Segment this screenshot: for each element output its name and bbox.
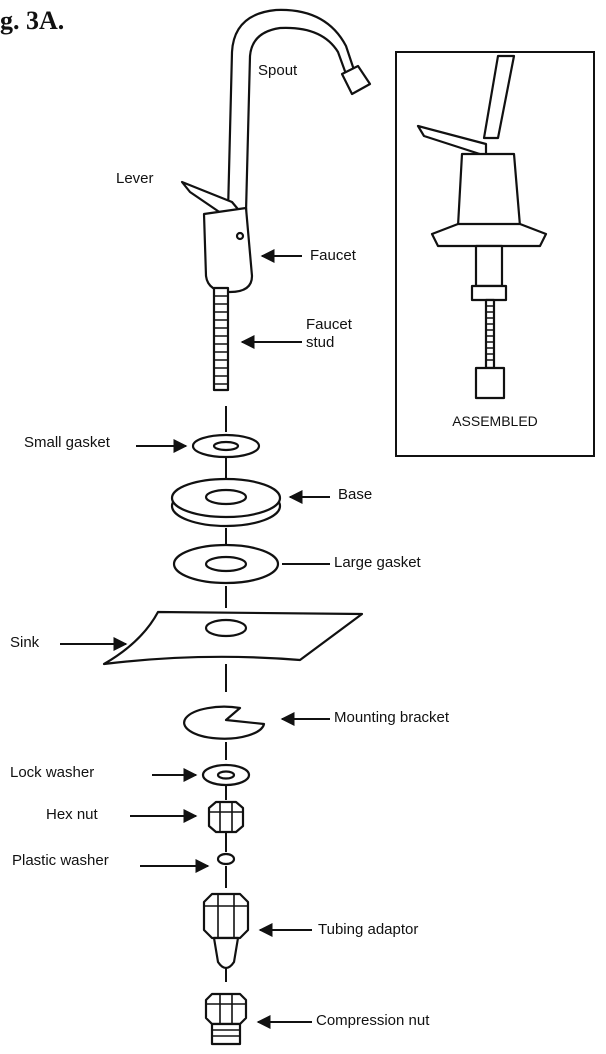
label-spout: Spout — [258, 62, 298, 79]
label-base: Base — [338, 486, 373, 503]
label-compression-nut: Compression nut — [316, 1012, 430, 1029]
label-small-gasket: Small gasket — [24, 434, 110, 451]
label-sink: Sink — [10, 634, 40, 651]
leader-arrows — [60, 249, 330, 1029]
base-drawing — [170, 477, 282, 528]
label-plastic-washer: Plastic washer — [12, 852, 109, 869]
label-tubing-adaptor: Tubing adaptor — [318, 921, 419, 938]
label-large-gasket: Large gasket — [334, 554, 421, 571]
figure-title: g. 3A. — [0, 6, 65, 35]
small-gasket-drawing — [191, 433, 261, 459]
tubing-adaptor-drawing — [202, 892, 250, 970]
assembled-inset-frame — [395, 51, 595, 457]
lock-washer-drawing — [201, 763, 251, 787]
label-lever: Lever — [116, 170, 154, 187]
hex-nut-drawing — [207, 800, 245, 834]
compression-nut-drawing — [204, 992, 248, 1046]
sink-drawing — [102, 610, 364, 666]
label-mounting-bracket: Mounting bracket — [334, 709, 450, 726]
label-lock-washer: Lock washer — [10, 764, 95, 781]
label-faucet: Faucet — [310, 247, 356, 264]
label-faucet-stud: Faucet stud — [306, 316, 352, 351]
mounting-bracket-drawing — [183, 705, 266, 740]
large-gasket-drawing — [172, 543, 280, 585]
label-hex-nut: Hex nut — [46, 806, 98, 823]
faucet-drawing — [180, 8, 372, 392]
assembled-faucet-drawing — [416, 54, 548, 400]
plastic-washer-drawing — [216, 852, 236, 866]
inset-label-assembled: ASSEMBLED — [452, 413, 538, 429]
